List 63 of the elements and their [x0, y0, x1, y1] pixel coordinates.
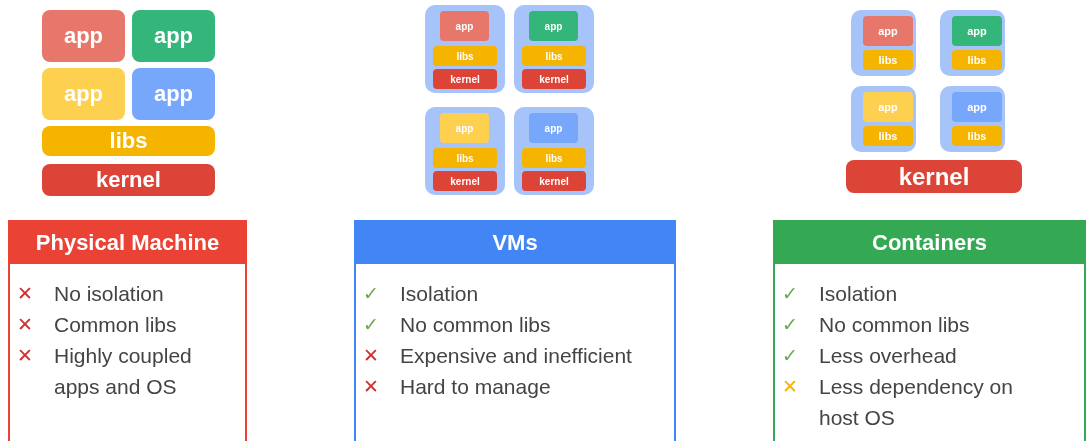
- list-item: Isolation: [818, 281, 898, 307]
- layer-block: app: [132, 68, 215, 120]
- comparison-card: [8, 220, 247, 441]
- comparison-card: [354, 220, 676, 441]
- layer-block: libs: [952, 50, 1002, 70]
- list-item: Less overhead: [818, 343, 957, 369]
- list-item: Highly coupled apps and OS: [53, 343, 193, 400]
- layer-block: libs: [433, 46, 497, 66]
- list-item: Hard to manage: [399, 374, 551, 400]
- status-mark: ✓: [781, 281, 799, 306]
- layer-block: app: [440, 113, 489, 143]
- status-mark: ✓: [781, 343, 799, 368]
- container-box: [425, 107, 505, 195]
- layer-block: kernel: [522, 171, 586, 191]
- layer-block: app: [863, 16, 913, 46]
- list-item: Expensive and inefficient: [399, 343, 632, 369]
- status-mark: ✕: [16, 281, 34, 306]
- status-mark: ✕: [362, 343, 380, 368]
- layer-block: app: [529, 11, 578, 41]
- list-item: Common libs: [53, 312, 177, 338]
- layer-block: libs: [952, 126, 1002, 146]
- container-box: [851, 86, 916, 152]
- container-box: [940, 86, 1005, 152]
- layer-block: app: [42, 10, 125, 62]
- layer-block: app: [42, 68, 125, 120]
- list-item: No common libs: [818, 312, 970, 338]
- status-mark: ✕: [781, 374, 799, 399]
- container-box: [514, 107, 594, 195]
- layer-block: libs: [42, 126, 215, 156]
- comparison-card: [773, 220, 1086, 441]
- card-heading: Containers: [775, 222, 1084, 264]
- card-heading: VMs: [356, 222, 674, 264]
- layer-block: libs: [863, 50, 913, 70]
- layer-block: kernel: [522, 69, 586, 89]
- layer-block: kernel: [433, 69, 497, 89]
- layer-block: libs: [522, 46, 586, 66]
- layer-block: libs: [522, 148, 586, 168]
- status-mark: ✓: [362, 281, 380, 306]
- status-mark: ✕: [16, 312, 34, 337]
- container-box: [851, 10, 916, 76]
- container-box: [425, 5, 505, 93]
- layer-block: app: [863, 92, 913, 122]
- list-item: No isolation: [53, 281, 164, 307]
- status-mark: ✕: [362, 374, 380, 399]
- layer-block: libs: [863, 126, 913, 146]
- card-heading: Physical Machine: [10, 222, 245, 264]
- layer-block: app: [529, 113, 578, 143]
- list-item: Isolation: [399, 281, 479, 307]
- container-box: [514, 5, 594, 93]
- layer-block: app: [952, 92, 1002, 122]
- layer-block: app: [132, 10, 215, 62]
- list-item: No common libs: [399, 312, 551, 338]
- status-mark: ✓: [781, 312, 799, 337]
- list-item: Less dependency on host OS: [818, 374, 1014, 431]
- layer-block: kernel: [846, 160, 1022, 193]
- layer-block: kernel: [42, 164, 215, 196]
- layer-block: app: [440, 11, 489, 41]
- layer-block: libs: [433, 148, 497, 168]
- status-mark: ✓: [362, 312, 380, 337]
- status-mark: ✕: [16, 343, 34, 368]
- container-box: [940, 10, 1005, 76]
- layer-block: app: [952, 16, 1002, 46]
- layer-block: kernel: [433, 171, 497, 191]
